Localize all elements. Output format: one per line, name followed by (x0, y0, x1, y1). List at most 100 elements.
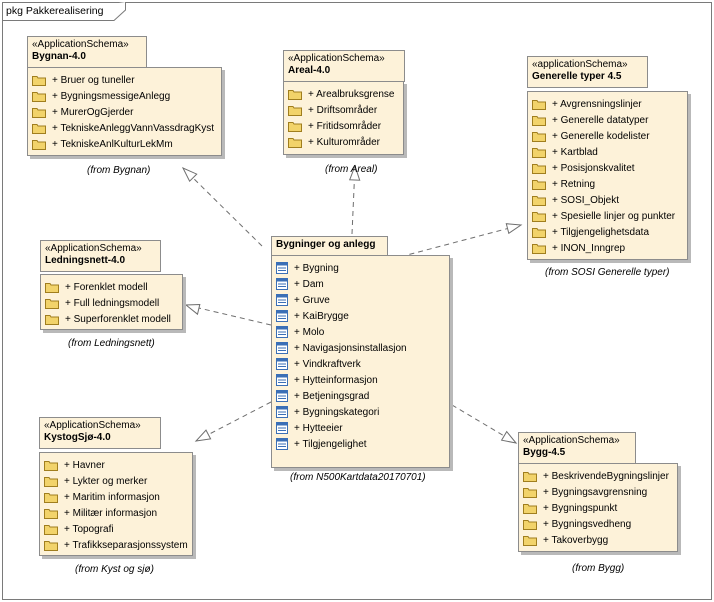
arrowhead-ledning (184, 303, 201, 316)
subpackage-item[interactable]: + Tilgjengelighetsdata (532, 224, 687, 240)
subpackage-item[interactable]: + Kulturområder (288, 134, 403, 150)
subpackage-item[interactable]: + Generelle datatyper (532, 112, 687, 128)
item-label: + Havner (64, 459, 105, 471)
folder-icon (532, 147, 546, 158)
folder-icon (523, 503, 537, 514)
subpackage-item[interactable]: + Retning (532, 176, 687, 192)
subpackage-item[interactable]: + BygningsmessigeAnlegg (32, 88, 221, 104)
class-item[interactable]: + Hytteeier (276, 420, 449, 436)
subpackage-item[interactable]: + Bruer og tuneller (32, 72, 221, 88)
class-item[interactable]: + Navigasjonsinstallasjon (276, 340, 449, 356)
package-items: + Avgrensningslinjer + Generelle datatype… (528, 92, 687, 256)
class-item[interactable]: + Hytteinformasjon (276, 372, 449, 388)
class-item[interactable]: + Gruve (276, 292, 449, 308)
item-label: + Generelle datatyper (552, 114, 649, 126)
subpackage-item[interactable]: + Militær informasjon (44, 505, 192, 521)
subpackage-item[interactable]: + Maritim informasjon (44, 489, 192, 505)
folder-icon (44, 460, 58, 471)
folder-icon (532, 115, 546, 126)
folder-icon (532, 195, 546, 206)
package-body: + Avgrensningslinjer + Generelle datatype… (527, 91, 688, 260)
subpackage-item[interactable]: + Lykter og merker (44, 473, 192, 489)
package-tab: «ApplicationSchema» Bygnan-4.0 (27, 36, 147, 68)
folder-icon (532, 99, 546, 110)
package-origin: (from SOSI Generelle typer) (545, 267, 670, 278)
package-items: + Havner + Lykter og merker+ Maritim info… (40, 453, 192, 553)
class-item[interactable]: + Bygning (276, 260, 449, 276)
folder-icon (288, 105, 302, 116)
subpackage-item[interactable]: + INON_Inngrep (532, 240, 687, 256)
item-label: + Trafikkseparasjonssystem (64, 539, 188, 551)
package-tab: «ApplicationSchema» Areal-4.0 (283, 50, 405, 82)
class-item[interactable]: + KaiBrygge (276, 308, 449, 324)
item-label: + Navigasjonsinstallasjon (294, 342, 407, 354)
folder-icon (523, 535, 537, 546)
subpackage-item[interactable]: + Full ledningsmodell (45, 295, 182, 311)
subpackage-item[interactable]: + TekniskeAnlKulturLekMm (32, 136, 221, 152)
folder-icon (288, 137, 302, 148)
package-stereotype: «ApplicationSchema» (45, 243, 142, 254)
item-label: + Driftsområder (308, 104, 378, 116)
subpackage-item[interactable]: + Spesielle linjer og punkter (532, 208, 687, 224)
subpackage-item[interactable]: + BeskrivendeBygningslinjer (523, 468, 677, 484)
item-label: + Kulturområder (308, 136, 380, 148)
item-label: + Kartblad (552, 146, 598, 158)
class-icon (276, 294, 288, 306)
subpackage-item[interactable]: + SOSI_Objekt (532, 192, 687, 208)
subpackage-item[interactable]: + Havner (44, 457, 192, 473)
item-label: + Betjeningsgrad (294, 390, 370, 402)
package-origin: (from Kyst og sjø) (75, 564, 154, 575)
subpackage-item[interactable]: + Avgrensningslinjer (532, 96, 687, 112)
item-label: + SOSI_Objekt (552, 194, 619, 206)
item-label: + Retning (552, 178, 596, 190)
folder-icon (532, 211, 546, 222)
subpackage-item[interactable]: + Bygningspunkt (523, 500, 677, 516)
item-label: + Arealbruksgrense (308, 88, 395, 100)
class-item[interactable]: + Tilgjengelighet (276, 436, 449, 452)
subpackage-item[interactable]: + Trafikkseparasjonssystem (44, 537, 192, 553)
frame-label: pkg Pakkerealisering (6, 5, 104, 17)
package-name: Bygnan-4.0 (32, 51, 86, 62)
subpackage-item[interactable]: + Posisjonskvalitet (532, 160, 687, 176)
item-label: + Bruer og tuneller (52, 74, 135, 86)
package-body: + Bruer og tuneller + BygningsmessigeAnle… (27, 67, 222, 156)
arrowhead-bygnan (181, 166, 198, 183)
class-item[interactable]: + Vindkraftverk (276, 356, 449, 372)
subpackage-item[interactable]: + MurerOgGjerder (32, 104, 221, 120)
subpackage-item[interactable]: + Bygningsvedheng (523, 516, 677, 532)
folder-icon (45, 282, 59, 293)
item-label: + Bygningsvedheng (543, 518, 632, 530)
subpackage-item[interactable]: + Takoverbygg (523, 532, 677, 548)
subpackage-item[interactable]: + Generelle kodelister (532, 128, 687, 144)
subpackage-item[interactable]: + Forenklet modell (45, 279, 182, 295)
package-name: Ledningsnett-4.0 (45, 255, 126, 266)
package-items: + Bruer og tuneller + BygningsmessigeAnle… (28, 68, 221, 152)
class-icon (276, 406, 288, 418)
subpackage-item[interactable]: + Bygningsavgrensning (523, 484, 677, 500)
subpackage-item[interactable]: + Driftsområder (288, 102, 403, 118)
package-tab: «ApplicationSchema» Bygg-4.5 (518, 432, 636, 464)
subpackage-item[interactable]: + Fritidsområder (288, 118, 403, 134)
item-label: + TekniskeAnlKulturLekMm (52, 138, 173, 150)
dependency-bygg (451, 404, 517, 444)
item-label: + Militær informasjon (64, 507, 158, 519)
subpackage-item[interactable]: + Kartblad (532, 144, 687, 160)
subpackage-item[interactable]: + TekniskeAnleggVannVassdragKyst (32, 120, 221, 136)
class-item[interactable]: + Dam (276, 276, 449, 292)
package-body: + Bygning+ Dam+ Gruve + KaiBrygge + Molo + … (271, 255, 450, 468)
package-items: + Arealbruksgrense + Driftsområder + Friti… (284, 82, 403, 150)
subpackage-item[interactable]: + Superforenklet modell (45, 311, 182, 327)
class-item[interactable]: + Betjeningsgrad (276, 388, 449, 404)
package-items: + BeskrivendeBygningslinjer+ Bygningsavg… (519, 464, 677, 548)
item-label: + Molo (294, 326, 325, 338)
package-stereotype: «ApplicationSchema» (44, 420, 141, 431)
folder-icon (32, 75, 46, 86)
subpackage-item[interactable]: + Topografi (44, 521, 192, 537)
item-label: + Hytteeier (294, 422, 343, 434)
folder-icon (532, 131, 546, 142)
class-item[interactable]: + Bygningskategori (276, 404, 449, 420)
class-item[interactable]: + Molo (276, 324, 449, 340)
subpackage-item[interactable]: + Arealbruksgrense (288, 86, 403, 102)
item-label: + KaiBrygge (294, 310, 349, 322)
